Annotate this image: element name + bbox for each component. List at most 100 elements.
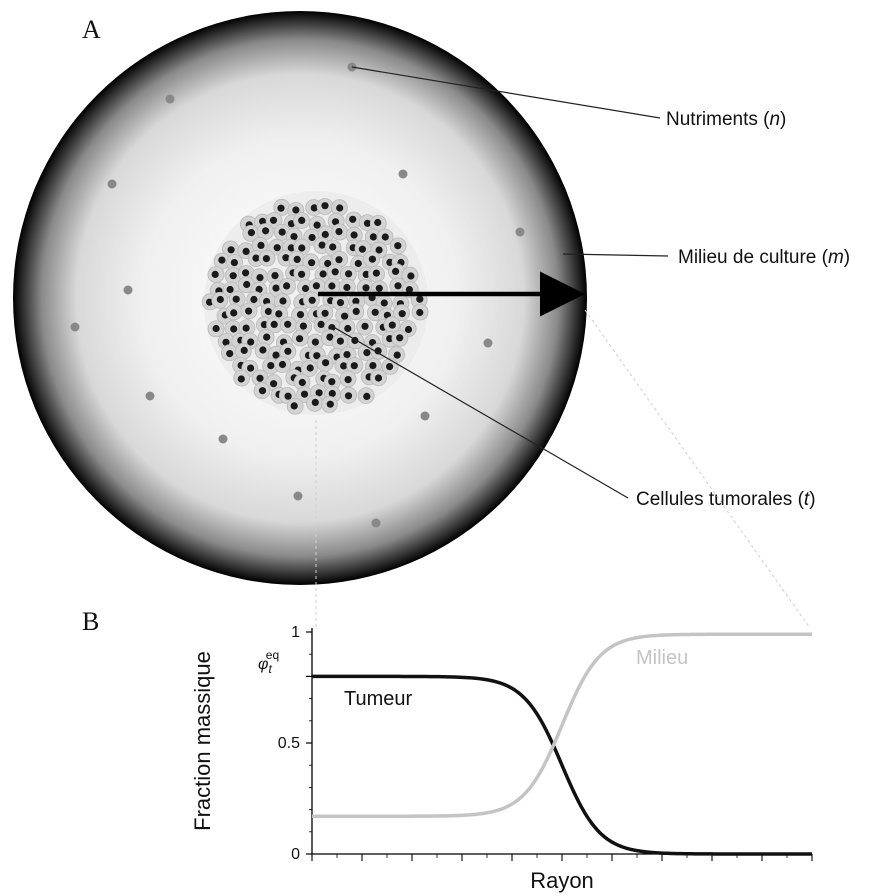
- nutrient-dot: [398, 169, 408, 179]
- tumor-cell-nucleus: [343, 283, 351, 292]
- medium-label: Milieu de culture (m): [678, 247, 850, 268]
- tumor-cell-nucleus: [284, 392, 292, 400]
- tumor-cell-nucleus: [416, 308, 424, 317]
- tumor-cell-nucleus: [331, 268, 339, 276]
- tumor-cell-nucleus: [252, 254, 260, 262]
- tumor-cell-nucleus: [290, 402, 298, 410]
- tumor-cell-nucleus: [212, 324, 220, 333]
- tumor-cell-nucleus: [321, 309, 329, 317]
- tumor-cell-nucleus: [326, 400, 334, 408]
- tumor-cell-nucleus: [259, 346, 267, 354]
- tumor-cell-nucleus: [310, 204, 318, 212]
- tumor-cell-nucleus: [394, 242, 402, 250]
- tumor-cell-nucleus: [363, 219, 372, 227]
- y-tick-label: 0.5: [278, 735, 300, 752]
- tumor-cell-nucleus: [328, 324, 336, 332]
- tumor-cell-nucleus: [247, 364, 255, 372]
- tumor-cell-nucleus: [232, 295, 240, 303]
- tumor-cell-nucleus: [407, 272, 415, 280]
- tumor-cell-nucleus: [242, 324, 250, 332]
- tumor-cell-nucleus: [218, 256, 226, 264]
- tumor-cell-nucleus: [328, 282, 336, 290]
- tumor-cell-nucleus: [298, 270, 306, 278]
- tumor-cell-nucleus: [374, 374, 383, 382]
- tumor-cell-nucleus: [257, 241, 265, 249]
- mass-fraction-chart: 00.51 Tumeur Milieu φteq Rayon Fraction …: [190, 624, 813, 893]
- tumor-cell-nucleus: [240, 346, 248, 354]
- tumor-cell-nucleus: [264, 307, 272, 316]
- tumor-cell-nucleus: [227, 246, 235, 254]
- tumor-cell-nucleus: [262, 255, 270, 263]
- tumor-cell-nucleus: [371, 308, 379, 316]
- tumor-cell-nucleus: [263, 333, 271, 341]
- cells-label: Cellules tumorales (t): [636, 489, 816, 510]
- tumor-cell-nucleus: [344, 392, 353, 400]
- nutrient-dot: [145, 391, 155, 401]
- tumor-cell-nucleus: [311, 338, 319, 346]
- tumor-cell-nucleus: [298, 378, 306, 387]
- y-axis-label: Fraction massique: [190, 651, 215, 831]
- nutrient-dot: [371, 518, 381, 528]
- nutrient-particles: [70, 62, 525, 528]
- tumor-cell-nucleus: [312, 282, 320, 290]
- tumor-cell-nucleus: [272, 351, 280, 359]
- tumor-cell-nucleus: [313, 221, 321, 229]
- tumor-cell-nucleus: [272, 284, 280, 292]
- series-label-tumeur: Tumeur: [344, 688, 413, 710]
- tumor-cell-nucleus: [368, 255, 376, 263]
- x-axis-ticks: [311, 854, 813, 861]
- tumor-cell-cluster: [201, 191, 429, 415]
- tumor-cell-nucleus: [329, 243, 337, 251]
- y-tick-label: 1: [291, 624, 300, 641]
- panel-b-label: B: [82, 607, 99, 636]
- cells-callout-line: [329, 324, 629, 499]
- tumor-cell-nucleus: [375, 246, 383, 254]
- tumor-cell-nucleus: [262, 227, 270, 235]
- tumor-cell-nucleus: [345, 270, 353, 278]
- nutrient-dot: [123, 285, 133, 295]
- tumor-cell-nucleus: [229, 272, 237, 280]
- nutrient-dot: [420, 411, 430, 421]
- zoom-guide-right: [584, 309, 811, 629]
- tumor-cell-nucleus: [350, 231, 358, 239]
- tumor-cell-nucleus: [308, 296, 316, 304]
- tumor-cell-nucleus: [341, 312, 349, 320]
- tumor-cell-nucleus: [298, 244, 306, 252]
- tumor-cell-nucleus: [230, 325, 238, 333]
- tumor-cell-nucleus: [206, 298, 214, 306]
- tumor-cell-nucleus: [317, 320, 325, 328]
- tumor-cell-nucleus: [250, 295, 258, 304]
- tumor-cell-nucleus: [278, 228, 286, 236]
- tumor-cell-nucleus: [260, 321, 268, 329]
- tumor-cell-nucleus: [392, 267, 400, 275]
- tumor-cell-nucleus: [290, 233, 298, 241]
- tumor-cell-nucleus: [293, 255, 301, 263]
- tumor-cell-nucleus: [270, 380, 278, 388]
- tumor-cell-nucleus: [311, 398, 319, 406]
- series-line-tumeur: [312, 674, 812, 856]
- tumor-cell-nucleus: [277, 204, 285, 212]
- tumor-cell-nucleus: [313, 352, 321, 360]
- tumor-cell-nucleus: [404, 325, 413, 334]
- tumor-cell-nucleus: [275, 310, 283, 318]
- tumor-cell-nucleus: [386, 335, 394, 343]
- tumor-cell-nucleus: [278, 360, 287, 369]
- tumor-cell-nucleus: [270, 320, 278, 328]
- tumor-cell-nucleus: [386, 258, 394, 266]
- tumor-cell-nucleus: [267, 362, 275, 370]
- tumor-cell-nucleus: [324, 259, 332, 268]
- tumor-cell-nucleus: [306, 364, 314, 372]
- tumor-cell-nucleus: [336, 337, 344, 345]
- tumor-cell-nucleus: [296, 335, 304, 343]
- tumor-cell-nucleus: [361, 322, 369, 330]
- tumor-cell-nucleus: [344, 324, 352, 333]
- tumor-cell-nucleus: [344, 376, 352, 384]
- tumor-cell-nucleus: [398, 310, 406, 318]
- tumor-cell-nucleus: [282, 254, 290, 262]
- nutrient-dot: [483, 338, 493, 348]
- tumor-cell-nucleus: [331, 218, 340, 226]
- tumor-cell-nucleus: [336, 204, 344, 212]
- tumor-cell-nucleus: [343, 351, 351, 359]
- panel-a-label: A: [82, 15, 101, 44]
